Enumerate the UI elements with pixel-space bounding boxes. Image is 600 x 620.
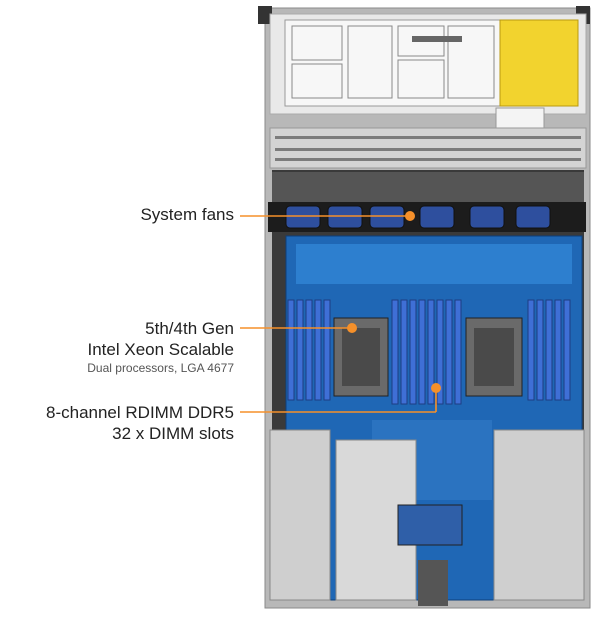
rack-ear-left bbox=[258, 6, 272, 24]
dimm-bank-center bbox=[391, 299, 462, 405]
callout-dimm-line2: 32 x DIMM slots bbox=[112, 424, 234, 443]
dot-cpu bbox=[347, 323, 357, 333]
dot-dimm bbox=[431, 383, 441, 393]
serial-sticker bbox=[495, 107, 545, 129]
callout-cpu-line2: Intel Xeon Scalable bbox=[87, 340, 235, 359]
callout-fans-title: System fans bbox=[140, 205, 234, 224]
ocp-slot bbox=[397, 504, 463, 546]
callout-dimm-line1: 8-channel RDIMM DDR5 bbox=[46, 403, 234, 422]
vent-holes bbox=[275, 136, 581, 161]
caution-label bbox=[499, 19, 579, 107]
dot-fans bbox=[405, 211, 415, 221]
guide-figures bbox=[291, 25, 495, 99]
fan-units bbox=[285, 205, 551, 229]
riser-cage-right bbox=[493, 429, 585, 601]
callout-fans: System fans bbox=[140, 204, 234, 225]
callout-cpu: 5th/4th Gen Intel Xeon Scalable Dual pro… bbox=[87, 318, 234, 376]
callout-dimm: 8-channel RDIMM DDR5 32 x DIMM slots bbox=[46, 402, 234, 444]
riser-cage-left bbox=[269, 429, 331, 601]
rear-io bbox=[418, 560, 448, 606]
cable-tray bbox=[272, 172, 584, 202]
cable-harness bbox=[296, 244, 572, 284]
dimm-bank-right bbox=[527, 299, 571, 401]
callout-cpu-sub: Dual processors, LGA 4677 bbox=[87, 361, 234, 375]
callout-cpu-line1: 5th/4th Gen bbox=[145, 319, 234, 338]
dimm-bank-left bbox=[287, 299, 331, 401]
